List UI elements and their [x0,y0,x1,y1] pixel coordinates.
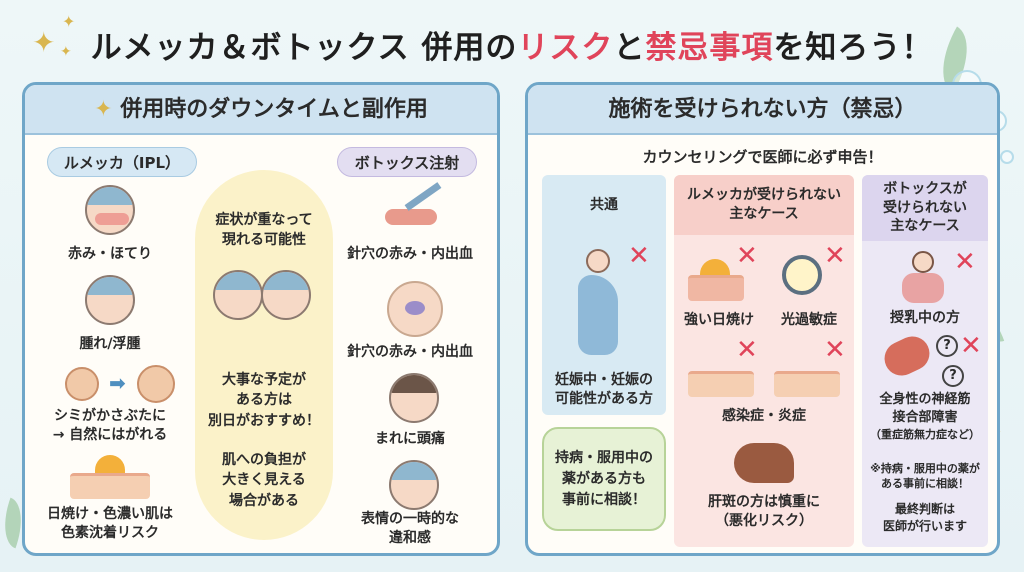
contraindication-panel: 施術を受けられない方（禁忌） カウンセリングで医師に必ず申告！ 共通 ✕ 妊娠中… [525,82,1000,556]
botox-headache-label: まれに頭痛 [375,431,445,447]
sunburn-skin-icon [688,275,744,301]
x-mark-icon: ✕ [960,331,982,361]
arrow-right-icon: ➡ [109,371,126,395]
peeling-skin-icon [137,365,175,403]
consult-bubble: 持病・服用中の 薬がある方も 事前に相談！ [542,427,666,531]
schedule-advice-text: 大事な予定が ある方は 別日がおすすめ！ [208,372,320,429]
sun-icon [95,455,125,473]
botox-column: ボトックスが 受けられない 主なケース ✕ 授乳中の方 ? ? ✕ 全身性の神経… [862,175,988,547]
sparkle-icon: ✦ [62,12,76,31]
x-mark-icon: ✕ [736,241,758,271]
common-column: 共通 ✕ 妊娠中・妊娠の 可能性がある方 持病・服用中の 薬がある方も 事前に相… [542,175,666,547]
title-part: を知ろう！ [773,30,934,66]
botox-header: ボトックスが 受けられない 主なケース [862,175,988,241]
skin-layer-icon [70,473,150,499]
title-highlight: リスク [517,30,614,66]
breastfeeding-icon [898,251,948,305]
botox-neuromuscular-label: 全身性の神経筋 接合部障害 [879,392,971,425]
sun-icon [700,259,730,277]
botox-expression-label: 表情の一時的な 違和感 [361,511,459,546]
downtime-heading-text: 併用時のダウンタイムと副作用 [120,97,428,122]
stiff-face-icon [389,460,439,510]
downtime-heading: ✦ 併用時のダウンタイムと副作用 [25,85,497,135]
title-part: ルメッカ＆ボトックス 併用の [90,30,518,66]
sparkle-icon: ✦ [94,97,121,122]
title-highlight: 禁忌事項 [645,30,774,66]
spot-skin-icon [65,367,99,401]
sparkle-icon: ✦ [60,44,72,60]
common-header: 共通 [542,175,666,235]
overlap-text: 症状が重なって 現れる可能性 [215,212,313,249]
botox-consult-note: ※持病・服用中の薬が ある事前に相談！ [870,462,980,491]
liver-icon [734,443,794,483]
lumecca-tag: ルメッカ（IPL） [47,147,197,177]
lumecca-pigment-label: 日焼け・色濃い肌は 色素沈着リスク [47,506,173,541]
syringe-icon [385,182,445,229]
worried-faces-icon [213,266,313,326]
lumecca-header: ルメッカが受けられない 主なケース [674,175,854,235]
counseling-note: カウンセリングで医師に必ず申告！ [642,148,883,166]
bruise-icon [387,281,443,337]
lumecca-melasma-label: 肝斑の方は慎重に （悪化リスク） [708,494,820,529]
botox-needle-redness-label: 針穴の赤み・内出血 [347,246,473,262]
question-icon: ? [942,365,964,387]
botox-neuromuscular-note: （重症筋無力症など） [870,428,980,441]
botox-tag: ボトックス注射 [337,147,477,177]
question-icon: ? [936,335,958,357]
common-body: ✕ 妊娠中・妊娠の 可能性がある方 [542,235,666,415]
x-mark-icon: ✕ [954,247,976,277]
muscle-icon [878,330,936,382]
botox-breastfeeding-label: 授乳中の方 [890,310,960,326]
x-mark-icon: ✕ [736,335,758,365]
title-part: と [613,30,646,66]
sparkle-icon: ✦ [32,26,56,59]
infected-skin-icon [774,371,840,397]
lumecca-photosensitivity-label: 光過敏症 [781,312,837,328]
page-title: ルメッカ＆ボトックス 併用のリスクと禁忌事項を知ろう！ [0,22,1024,68]
magnifier-icon [782,255,822,295]
x-mark-icon: ✕ [628,241,650,271]
lumecca-sunburn-label: 強い日焼け [684,312,754,328]
final-decision-note: 最終判断は 医師が行います [882,502,967,533]
lumecca-infection-label: 感染症・炎症 [722,408,806,424]
overlap-oval: 症状が重なって 現れる可能性 大事な予定が ある方は 別日がおすすめ！ 肌への負… [195,170,333,540]
burden-text: 肌への負担が 大きく見える 場合がある [222,452,306,509]
downtime-panel: ✦ 併用時のダウンタイムと副作用 ルメッカ（IPL） ボトックス注射 赤み・ほて… [22,82,500,556]
x-mark-icon: ✕ [824,241,846,271]
flushed-face-icon [85,185,135,235]
botox-bruise-label: 針穴の赤み・内出血 [347,344,473,360]
pregnant-woman-icon [572,249,628,359]
contraindication-heading: 施術を受けられない方（禁忌） [528,85,997,135]
headache-face-icon [389,373,439,423]
lumecca-redness-label: 赤み・ほてり [68,246,152,262]
bubble-icon [1000,150,1014,164]
lumecca-column: ルメッカが受けられない 主なケース ✕ 強い日焼け ✕ 光過敏症 ✕ ✕ 感染症… [674,175,854,547]
swollen-face-icon [85,275,135,325]
lumecca-spot-label: シミがかさぶたに → 自然にはがれる [52,408,168,443]
x-mark-icon: ✕ [824,335,846,365]
common-pregnancy-label: 妊娠中・妊娠の 可能性がある方 [555,372,653,407]
lumecca-swelling-label: 腫れ/浮腫 [79,336,141,352]
inflamed-skin-icon [688,371,754,397]
